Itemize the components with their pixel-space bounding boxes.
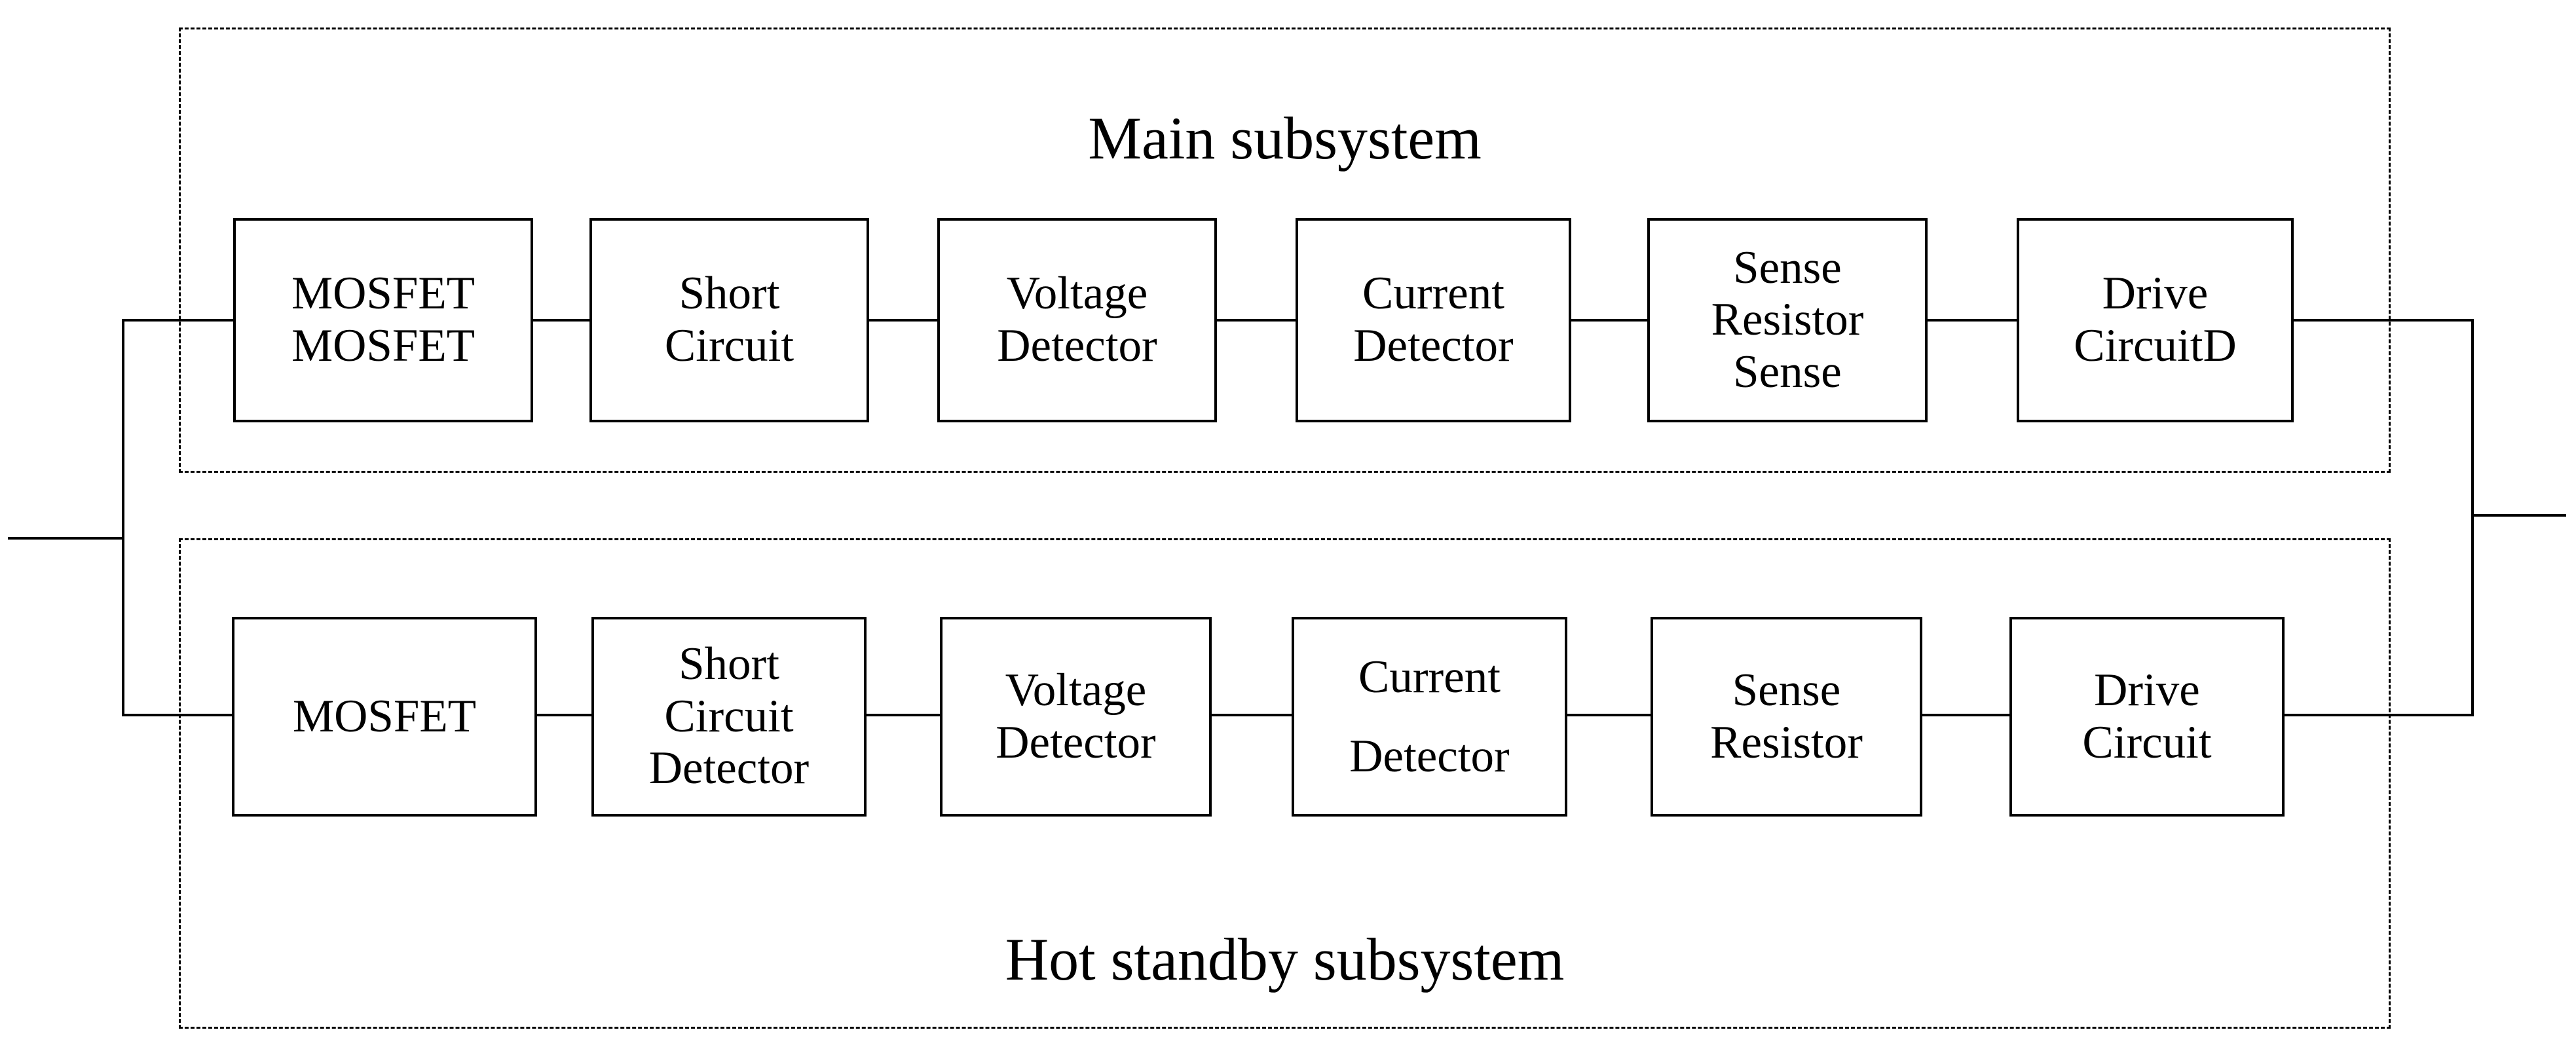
block-main-sense-resistor: Sense Resistor Sense [1647, 218, 1928, 422]
main-subsystem-title: Main subsystem [1088, 105, 1482, 172]
block-standby-sense-resistor: Sense Resistor [1651, 617, 1922, 817]
connector-top-bus-to-mosfet [123, 319, 233, 322]
block-main-voltage-detector: Voltage Detector [937, 218, 1217, 422]
connector-top-1 [533, 319, 589, 322]
block-main-drive-circuit: Drive CircuitD [2017, 218, 2294, 422]
block-standby-drive-circuit: Drive Circuit [2009, 617, 2285, 817]
connector-bottom-5 [1922, 714, 2009, 716]
connector-bottom-to-right-bus [2285, 714, 2473, 716]
block-main-mosfet: MOSFET MOSFET [233, 218, 533, 422]
block-main-short-circuit: Short Circuit [589, 218, 869, 422]
block-label: Current Detector [1349, 651, 1510, 782]
left-parallel-bus [122, 319, 124, 716]
output-line [2473, 514, 2566, 517]
block-label: Voltage Detector [997, 268, 1157, 371]
block-label: Short Circuit Detector [648, 638, 810, 794]
connector-top-3 [1217, 319, 1296, 322]
block-standby-mosfet: MOSFET [232, 617, 537, 817]
block-label: Short Circuit [664, 268, 794, 371]
block-label: Drive Circuit [2082, 664, 2212, 768]
right-parallel-bus [2471, 319, 2474, 716]
block-label: Drive CircuitD [2074, 268, 2237, 371]
hot-standby-subsystem-boundary: Hot standby subsystem [179, 538, 2391, 1029]
block-label: MOSFET MOSFET [291, 268, 476, 371]
block-label: MOSFET [292, 690, 477, 742]
connector-top-to-right-bus [2294, 319, 2473, 322]
block-label: Voltage Detector [996, 664, 1156, 768]
block-main-current-detector: Current Detector [1296, 218, 1571, 422]
connector-bottom-4 [1567, 714, 1651, 716]
block-standby-current-detector: Current Detector [1292, 617, 1567, 817]
block-label: Sense Resistor [1710, 664, 1863, 768]
block-label: Current Detector [1353, 268, 1514, 371]
block-standby-short-circuit-detector: Short Circuit Detector [591, 617, 867, 817]
connector-bottom-bus-to-mosfet [123, 714, 232, 716]
connector-bottom-1 [537, 714, 591, 716]
hot-standby-subsystem-title: Hot standby subsystem [1005, 926, 1565, 993]
block-label: Sense Resistor Sense [1711, 242, 1864, 397]
connector-bottom-2 [867, 714, 940, 716]
connector-top-4 [1571, 319, 1647, 322]
main-subsystem-boundary: Main subsystem [179, 28, 2391, 473]
connector-bottom-3 [1212, 714, 1292, 716]
connector-top-5 [1928, 319, 2017, 322]
connector-top-2 [869, 319, 937, 322]
input-line [8, 537, 124, 540]
block-standby-voltage-detector: Voltage Detector [940, 617, 1212, 817]
